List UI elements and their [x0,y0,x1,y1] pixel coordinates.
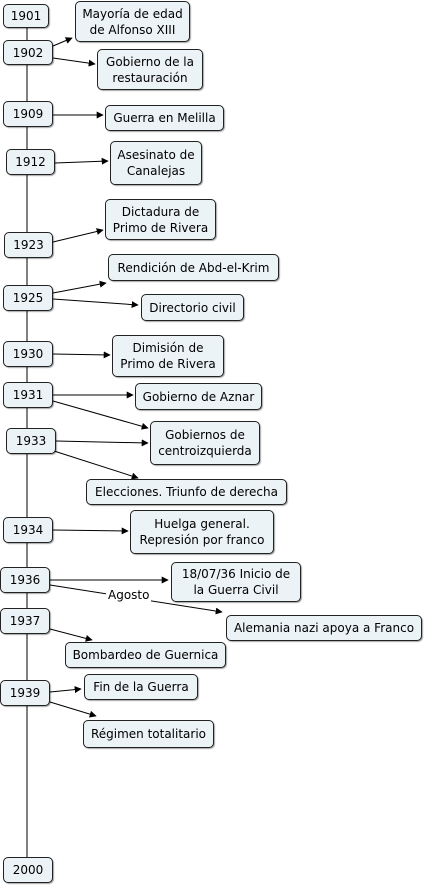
arrow-1934-e12 [52,527,129,535]
event-node-dimision-primo-rivera[interactable]: Dimisión de Primo de Rivera [112,335,224,377]
event-node-guerra-melilla[interactable]: Guerra en Melilla [105,105,224,131]
event-node-bombardeo-guernica[interactable]: Bombardeo de Guernica [65,642,226,668]
year-node-1925[interactable]: 1925 [3,285,53,311]
event-node-asesinato-canalejas[interactable]: Asesinato de Canalejas [110,141,202,185]
year-node-1909[interactable]: 1909 [3,101,53,127]
arrow-1933-e11 [53,450,139,480]
event-node-mayoria-de-edad[interactable]: Mayoría de edad de Alfonso XIII [75,1,190,42]
event-node-regimen-totalitario[interactable]: Régimen totalitario [83,720,214,748]
arrow-1912-e4 [54,157,109,165]
arrow-1923-e5 [52,228,104,243]
event-node-inicio-guerra-civil[interactable]: 18/07/36 Inicio de la Guerra Civil [171,562,301,602]
year-node-2000[interactable]: 2000 [3,857,53,883]
year-node-1901[interactable]: 1901 [3,4,49,28]
event-node-elecciones-triunfo-derecha[interactable]: Elecciones. Triunfo de derecha [86,479,287,505]
year-node-1902[interactable]: 1902 [3,40,53,65]
year-node-1936[interactable]: 1936 [0,567,50,593]
event-node-huelga-general[interactable]: Huelga general. Represión por franco [130,510,274,554]
event-node-rendicion-abd-el-krim[interactable]: Rendición de Abd-el-Krim [108,254,279,281]
event-node-gobiernos-centroizquierda[interactable]: Gobiernos de centroizquierda [150,421,260,465]
year-node-1931[interactable]: 1931 [3,382,53,408]
arrow-1925-e7 [52,298,139,309]
arrow-1931-e10 [52,400,149,430]
event-node-fin-guerra[interactable]: Fin de la Guerra [84,674,198,700]
event-node-alemania-nazi[interactable]: Alemania nazi apoya a Franco [226,615,422,641]
event-node-gobierno-restauracion[interactable]: Gobierno de la restauración [97,49,203,90]
year-node-1939[interactable]: 1939 [0,680,50,706]
arrow-1902-e1 [52,37,73,47]
arrow-1925-e6 [52,280,107,294]
arrow-1939-e16 [49,686,82,694]
year-node-1937[interactable]: 1937 [0,608,50,634]
event-node-directorio-civil[interactable]: Directorio civil [141,294,244,321]
arrow-1902-e2 [52,57,96,67]
edge-label-agosto: Agosto [106,588,152,602]
year-node-1912[interactable]: 1912 [6,149,55,175]
arrow-1930-e8 [52,351,111,359]
arrow-1933-e10 [55,439,149,447]
year-node-1933[interactable]: 1933 [6,428,56,454]
year-node-1930[interactable]: 1930 [3,341,53,367]
year-node-1934[interactable]: 1934 [3,517,53,543]
arrow-1939-e17 [49,701,97,718]
year-node-1923[interactable]: 1923 [4,232,53,258]
event-node-dictadura-primo-rivera[interactable]: Dictadura de Primo de Rivera [105,199,216,240]
arrow-1937-e15 [49,628,93,642]
event-node-gobierno-aznar[interactable]: Gobierno de Aznar [135,383,262,410]
